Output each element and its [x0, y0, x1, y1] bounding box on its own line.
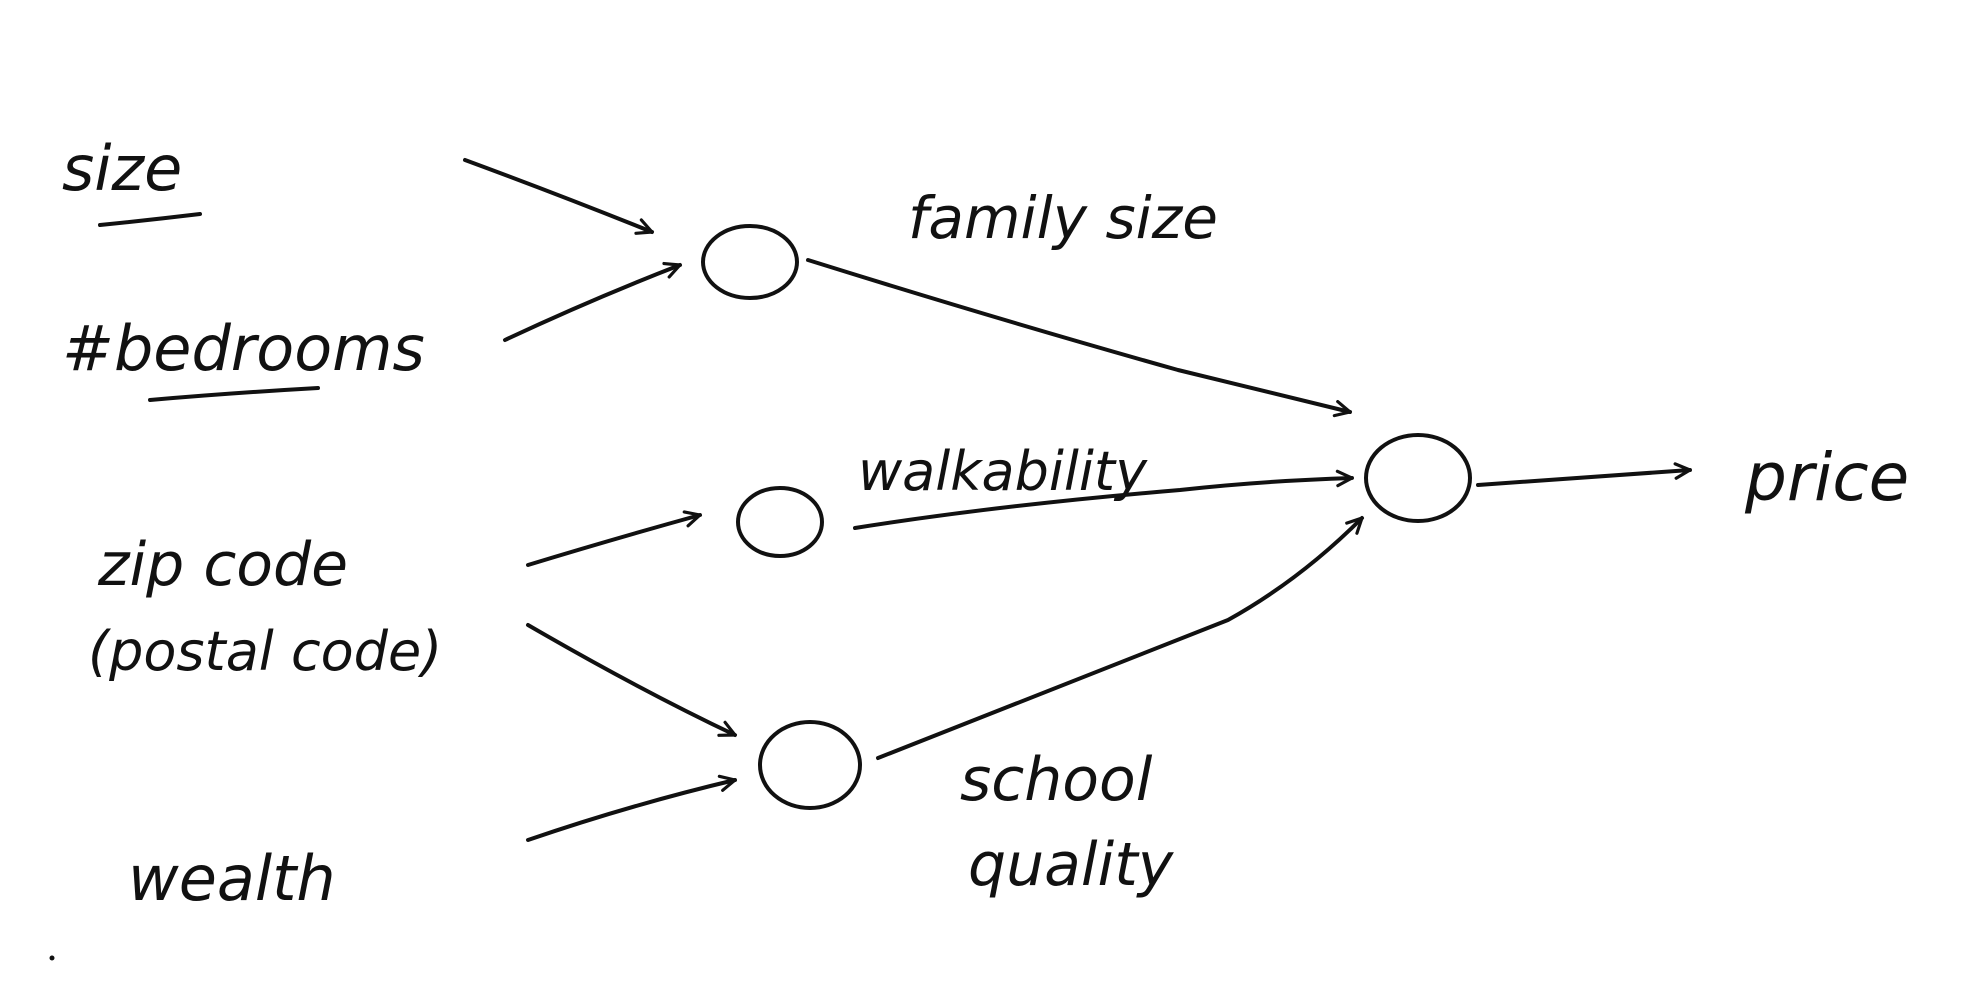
output-node-price [1364, 433, 1472, 523]
edge-school-quality-to-price [876, 516, 1364, 760]
hidden-node-family-size [701, 224, 799, 300]
edge-size-to-family-size [463, 158, 654, 235]
hidden-label-school: school [960, 745, 1153, 815]
edge-wealth-to-school-quality [526, 774, 737, 842]
edge-zipcode-to-walkability [526, 510, 702, 567]
input-label-size: size [62, 132, 182, 205]
hidden-label-family-size: family size [908, 184, 1218, 252]
edge-family-size-to-price [806, 258, 1352, 418]
size-underline [98, 212, 202, 227]
edge-bedrooms-to-family-size [503, 261, 682, 342]
hidden-node-walkability [736, 486, 824, 558]
edge-walkability-to-price [853, 469, 1354, 530]
stray-dot [49, 955, 55, 961]
input-label-zip-code: zip code [97, 530, 348, 600]
output-label-price: price [1744, 439, 1909, 516]
hidden-node-school-quality [758, 720, 862, 810]
hidden-label-walkability: walkability [858, 440, 1148, 503]
edge-price-output [1476, 462, 1692, 487]
edge-zipcode-to-school-quality [526, 623, 737, 737]
bedrooms-underline [148, 386, 320, 402]
input-label-wealth: wealth [128, 842, 336, 915]
input-label-bedrooms: #bedrooms [62, 312, 425, 385]
input-label-postal-code: (postal code) [88, 620, 442, 683]
hidden-label-quality: quality [968, 830, 1175, 900]
